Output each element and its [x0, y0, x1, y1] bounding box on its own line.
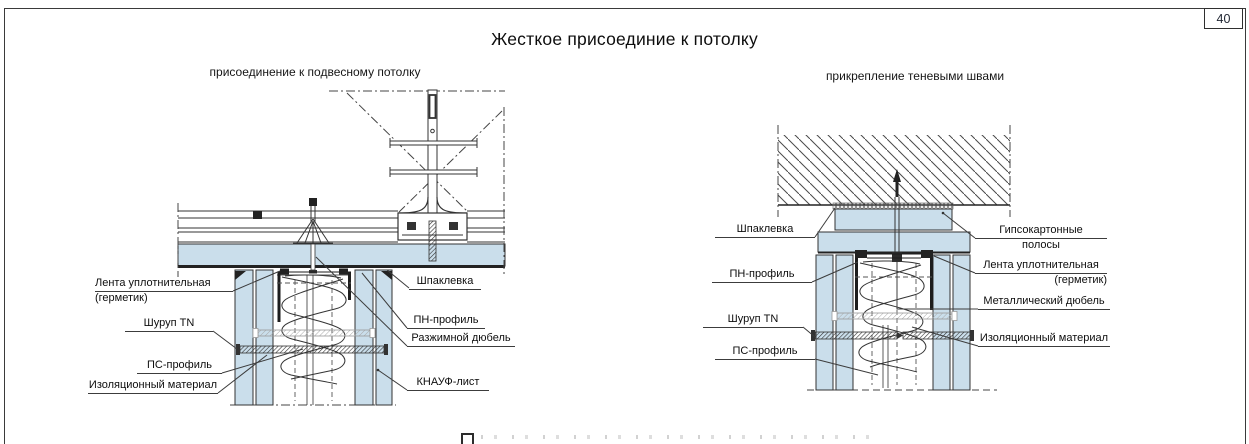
label-ps-profile: ПС-профиль: [715, 345, 815, 360]
leader-dot: [941, 211, 945, 215]
label-line: Разжимной дюбель: [407, 332, 515, 347]
screw-upper: [831, 311, 958, 321]
label-putty: Шпаклевка: [715, 223, 815, 238]
screw-tn: [811, 330, 974, 341]
label-knauf-sheet: КНАУФ-лист: [407, 376, 489, 391]
wall-plasterboard-sheets: [815, 254, 971, 391]
label-line: Изоляционный материал: [88, 379, 218, 394]
cropped-caption-trace: [481, 435, 873, 439]
label-pn-profile: ПН-профиль: [712, 268, 812, 283]
left-figure-subtitle: присоединение к подвесному потолку: [209, 65, 421, 79]
gypsum-strips-band: [834, 208, 953, 231]
label-line: Шуруп TN: [703, 313, 803, 328]
main-runner-profile: [397, 196, 468, 262]
label-line: Металлический дюбель: [978, 295, 1110, 310]
label-ps-profile: ПС-профиль: [137, 359, 222, 374]
page-title: Жесткое присоединие к потолку: [491, 29, 758, 49]
pn-track: [277, 268, 351, 322]
pn-track: [855, 250, 933, 310]
label-line: Гипсокартонные: [975, 224, 1107, 239]
screw-upper: [252, 328, 376, 338]
label-metal-dowel: Металлический дюбель: [978, 295, 1110, 310]
label-line: ПС-профиль: [715, 345, 815, 360]
label-expansion-anchor: Разжимной дюбель: [407, 332, 515, 347]
wall-plasterboard-sheets: [234, 269, 393, 406]
label-gypsum-strips: Гипсокартонные полосы: [975, 224, 1107, 252]
leader-lines: [212, 256, 410, 394]
stud-hidden-edges: [277, 275, 351, 405]
label-line: ПН-профиль: [407, 314, 485, 329]
label-line: Изоляционный материал: [978, 332, 1110, 347]
label-line: (герметик): [95, 292, 148, 304]
right-figure-subtitle: прикрепление теневыми швами: [825, 69, 1005, 83]
ceiling-board-band: [817, 231, 971, 253]
screw-tn: [236, 344, 388, 355]
label-line: полосы: [1022, 239, 1060, 251]
putty-sealant-strip: [832, 202, 954, 210]
channel-clip: [253, 211, 262, 219]
cropped-caption-glyph: [461, 433, 474, 444]
concrete-slab-hatch: [778, 135, 1010, 205]
insulation-coil: [280, 274, 347, 385]
sealing-wedge-right: [381, 271, 392, 280]
page-number-box: 40: [1204, 8, 1243, 29]
ceiling-hanger: [389, 89, 478, 214]
label-line: Шпаклевка: [715, 223, 815, 238]
label-pn-profile: ПН-профиль: [407, 314, 485, 329]
label-screw-tn: Шуруп TN: [125, 317, 213, 332]
leader-dot: [376, 368, 380, 372]
label-sealing-tape: Лента уплотнительная (герметик): [95, 277, 233, 305]
page-number: 40: [1216, 11, 1231, 26]
ceiling-gypsum-board: [177, 243, 506, 267]
right-diagram-drawing: [777, 125, 1011, 391]
label-line: КНАУФ-лист: [407, 376, 489, 391]
left-figure: Лента уплотнительная (герметик) Шуруп TN…: [85, 85, 560, 415]
right-figure: Шпаклевка ПН-профиль Шуруп TN ПС-профиль…: [700, 95, 1130, 415]
label-line: ПС-профиль: [137, 359, 222, 374]
leader-lines: [802, 207, 979, 376]
label-line: (герметик): [1054, 274, 1107, 286]
left-diagram-drawing: [177, 89, 506, 406]
stud-hidden-edges: [855, 263, 932, 388]
label-sealing-tape: Лента уплотнительная (герметик): [975, 259, 1107, 287]
label-insulation: Изоляционный материал: [88, 379, 218, 394]
label-line: Шуруп TN: [125, 317, 213, 332]
sealing-wedge-left: [235, 271, 246, 280]
label-screw-tn: Шуруп TN: [703, 313, 803, 328]
ceiling-layers: [178, 210, 505, 243]
label-insulation: Изоляционный материал: [978, 332, 1110, 347]
label-putty: Шпаклевка: [409, 275, 481, 290]
label-line: Шпаклевка: [409, 275, 481, 290]
label-line: Лента уплотнительная: [95, 277, 233, 292]
label-line: Лента уплотнительная: [975, 259, 1107, 274]
label-line: ПН-профиль: [712, 268, 812, 283]
